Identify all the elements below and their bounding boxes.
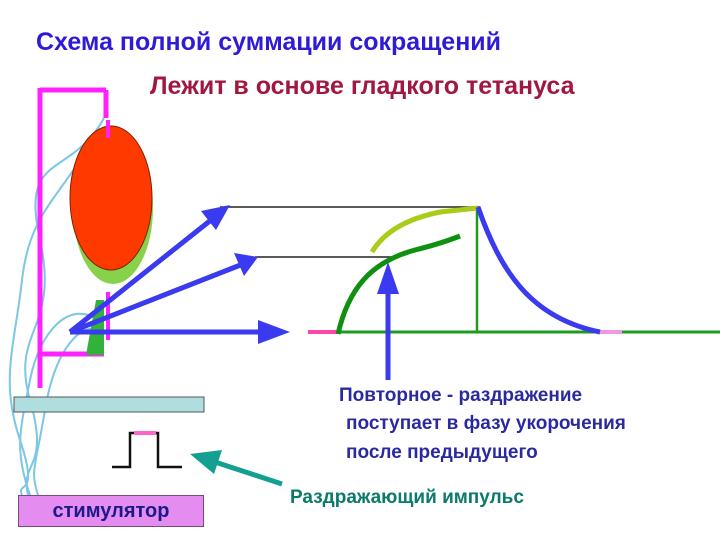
arrow-to-single-level [69,253,258,335]
impulse-label: Раздражающий импульс [290,487,524,508]
wire-2 [8,129,99,496]
stimulus-impulse [112,431,182,469]
platform [13,396,205,413]
arrow-horizontal [70,320,290,344]
repeated-stimulus-arrow [377,262,399,380]
wire-3 [19,312,99,496]
description-line-2: поступает в фазу укорочения [346,413,626,434]
page-title: Схема полной суммации сокращений [36,28,502,56]
contraction-arrows [68,205,290,344]
stimulator-label: стимулятор [52,499,170,522]
arrow-to-max-level [68,205,230,334]
page-subtitle: Лежит в основе гладкого тетануса [150,72,575,100]
description-line-1: Повторное - раздражение [339,385,583,406]
stimulator-box: стимулятор [18,495,204,527]
impulse-arrow [190,450,283,487]
muscle-body [69,125,153,271]
description-line-3: после предыдущего [346,442,538,463]
first-contraction-curve [335,233,461,335]
muscle-tendon [86,300,104,355]
summation-curve [369,205,479,254]
myogram [220,205,720,380]
muscle [69,120,153,355]
impulse-pulse [112,431,182,469]
relaxation-curve [475,206,601,335]
